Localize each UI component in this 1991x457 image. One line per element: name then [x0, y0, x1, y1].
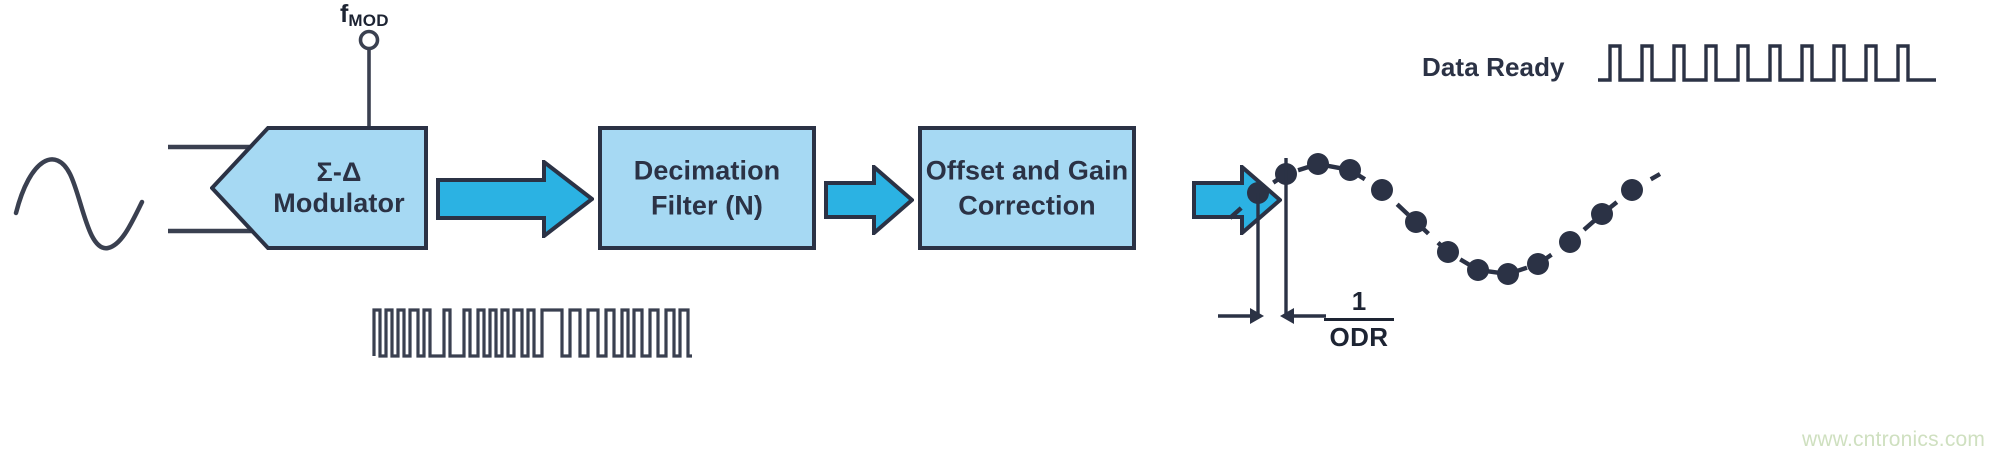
- odr-numerator: 1: [1351, 286, 1367, 316]
- sample-point: [1527, 253, 1549, 275]
- sample-point: [1497, 263, 1519, 285]
- fmod-clock-label: fMOD: [340, 0, 389, 30]
- fmod-terminal-and-stem: [352, 28, 386, 132]
- block-decimation-filter[interactable]: Decimation Filter (N): [598, 126, 816, 250]
- modulator-bitstream-waveform: [372, 306, 694, 358]
- block-sigma-delta-modulator[interactable]: Σ-Δ Modulator: [210, 126, 428, 250]
- sample-point: [1437, 241, 1459, 263]
- site-watermark: www.cntronics.com: [1802, 428, 1986, 451]
- data-ready-pulse-train: [1598, 42, 1938, 84]
- data-ready-label: Data Ready: [1422, 52, 1565, 82]
- fmod-open-circle-icon: [358, 29, 380, 51]
- block-offset-gain-correction[interactable]: Offset and Gain Correction: [918, 126, 1136, 250]
- sample-point: [1559, 231, 1581, 253]
- sample-point: [1467, 259, 1489, 281]
- odr-denominator: ODR: [1329, 322, 1389, 352]
- sample-point: [1621, 179, 1643, 201]
- output-sampled-sine-plot: [1220, 146, 1960, 316]
- odr-period-fraction: 1 ODR: [1324, 288, 1394, 350]
- sample-point: [1371, 179, 1393, 201]
- fmod-label-subscript: MOD: [348, 11, 389, 30]
- block-label-modulator: Σ-Δ Modulator: [273, 157, 405, 218]
- sample-point: [1405, 211, 1427, 233]
- sample-point: [1591, 203, 1613, 225]
- analog-input-sine-wave: [10, 140, 150, 255]
- sample-point: [1339, 159, 1361, 181]
- fmod-label-main: f: [340, 0, 349, 28]
- odr-dimension-arrows: [1216, 296, 1416, 336]
- arrow-dec-to-corr: [824, 165, 914, 235]
- arrow-mod-to-dec: [436, 160, 594, 238]
- sample-point: [1307, 153, 1329, 175]
- fraction-bar: [1324, 318, 1394, 321]
